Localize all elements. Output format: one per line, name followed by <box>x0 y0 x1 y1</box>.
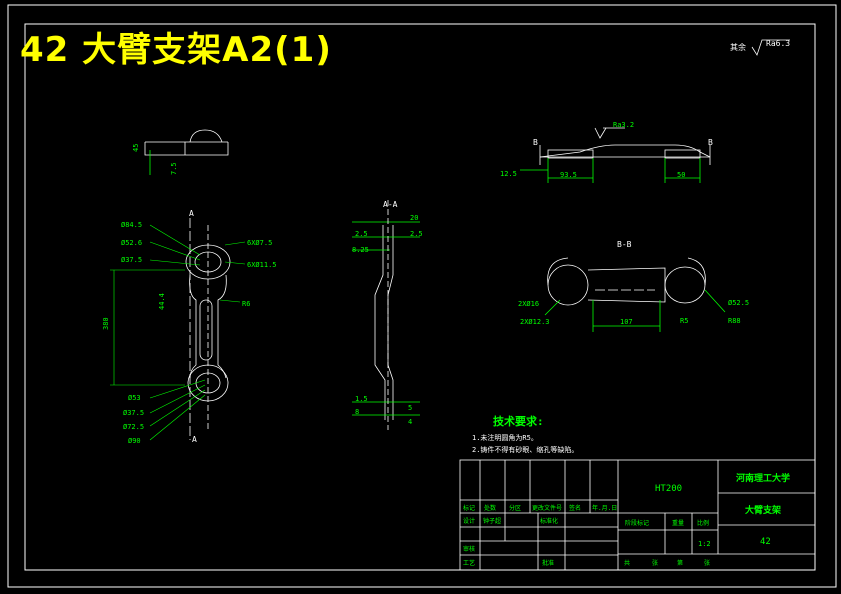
dim-phi90: Ø90 <box>128 437 141 445</box>
dim-phi52: Ø52.6 <box>121 239 142 247</box>
label-a-bottom: A <box>192 435 197 444</box>
dim-aa-4: 4 <box>408 418 412 426</box>
tb-material: HT200 <box>655 484 682 494</box>
dim-phi72: Ø72.5 <box>123 423 144 431</box>
drawing-title: 42 大臂支架A2(1) <box>20 30 332 70</box>
dim-aa-20: 20 <box>410 214 418 222</box>
dim-ra: Ra3.2 <box>613 121 634 129</box>
tb-col-0: 标记 <box>463 504 475 512</box>
dim-top-v: 7.5 <box>170 162 178 175</box>
top-view <box>144 129 229 175</box>
tech-req-item1: 1.未注明圆角为R5。 <box>472 433 538 442</box>
tb-col-4: 签名 <box>569 504 581 512</box>
tb-col-2: 分区 <box>509 504 521 512</box>
dim-bb-phi52: Ø52.5 <box>728 299 749 307</box>
label-aa: A-A <box>383 200 398 209</box>
dim-aa-5: 5 <box>408 404 412 412</box>
label-b-right: B <box>708 138 713 147</box>
dim-aa-2-5a: 2.5 <box>355 230 368 238</box>
dim-bb-107: 107 <box>620 318 633 326</box>
tb-stage-mark: 阶段标记 <box>625 519 649 527</box>
title-block <box>459 459 816 571</box>
roughness-note: 其余 Ra6.3 <box>730 39 790 56</box>
inner-border <box>24 23 816 571</box>
dim-aa-2-5b: 2.5 <box>410 230 423 238</box>
dim-holes-6x7: 6XØ7.5 <box>247 239 272 247</box>
front-view <box>185 218 231 440</box>
tb-weight: 重量 <box>672 519 684 527</box>
tb-part-no: 42 <box>760 537 771 547</box>
section-bb <box>544 257 726 332</box>
label-b-left: B <box>533 138 538 147</box>
dim-top-h: 45 <box>132 144 140 152</box>
tech-req-item2: 2.铸件不得有砂眼、缩孔等缺陷。 <box>472 445 578 454</box>
dim-bb-r88: R88 <box>728 317 741 325</box>
tb-review: 审核 <box>463 545 475 553</box>
dim-side-l2: 93.5 <box>560 171 577 179</box>
dim-aa-1-5: 1.5 <box>355 395 368 403</box>
dim-r26: R6 <box>242 300 250 308</box>
tb-sheet-3: 张 <box>704 559 710 567</box>
tb-sheet-2: 第 <box>677 559 683 567</box>
section-aa <box>352 200 420 430</box>
dim-aa-8-25: 8.25 <box>352 246 369 254</box>
tb-col-1: 处数 <box>484 504 496 512</box>
tb-approve: 批准 <box>542 559 554 567</box>
tech-req-heading: 技术要求: <box>493 414 544 428</box>
tb-sheet-1: 张 <box>652 559 658 567</box>
dim-bb-2x16: 2XØ16 <box>518 300 539 308</box>
dim-w-44: 44.4 <box>158 293 166 310</box>
dim-phi37: Ø37.5 <box>121 256 142 264</box>
side-view <box>520 127 711 183</box>
label-a-top: A <box>189 209 194 218</box>
tb-part-name: 大臂支架 <box>745 504 781 516</box>
tb-standard: 标准化 <box>540 517 558 525</box>
tb-col-3: 更改文件号 <box>532 504 562 512</box>
tb-school: 河南理工大学 <box>736 472 790 484</box>
dim-phi53: Ø53 <box>128 394 141 402</box>
tb-col-5: 年.月.日 <box>592 504 617 512</box>
label-bb: B-B <box>617 240 632 249</box>
dim-bb-r5: R5 <box>680 317 688 325</box>
tb-scale: 1:2 <box>698 540 711 548</box>
dim-bb-2x12: 2XØ12.3 <box>520 318 550 326</box>
tb-design: 设计 <box>463 517 475 525</box>
svg-text:Ra6.3: Ra6.3 <box>766 39 790 48</box>
dim-holes-6x11: 6XØ11.5 <box>247 261 277 269</box>
front-dim-lines <box>110 224 246 441</box>
outer-border <box>7 4 837 588</box>
dim-len-380: 380 <box>102 317 110 330</box>
tb-sheet-0: 共 <box>624 559 630 567</box>
dim-phi37-b: Ø37.5 <box>123 409 144 417</box>
dim-side-l3: 50 <box>677 171 685 179</box>
tb-scale-label: 比例 <box>697 519 709 527</box>
tb-process: 工艺 <box>463 559 475 567</box>
dim-aa-8: 8 <box>355 408 359 416</box>
dim-side-l1: 12.5 <box>500 170 517 178</box>
dim-phi84: Ø84.5 <box>121 221 142 229</box>
tb-designer: 钟子超 <box>483 517 501 525</box>
svg-text:其余: 其余 <box>730 42 746 52</box>
